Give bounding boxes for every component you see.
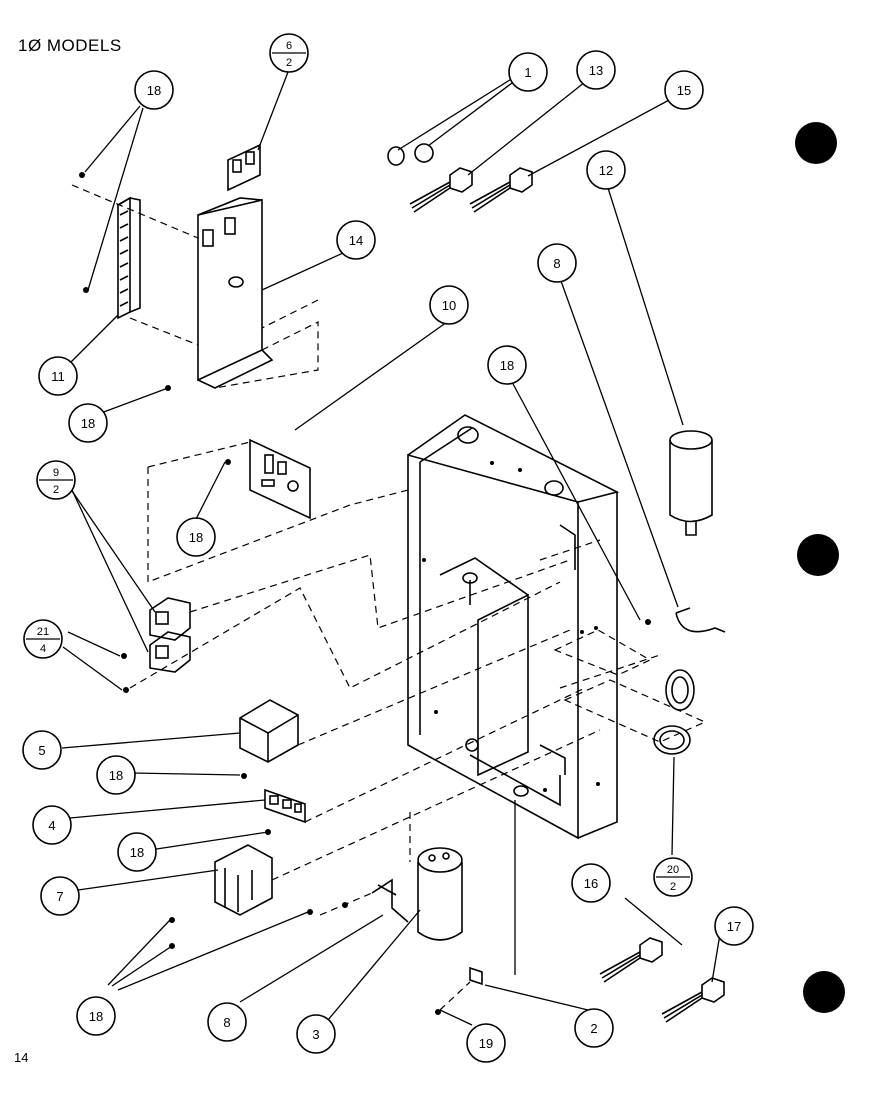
control-bracket bbox=[197, 143, 274, 389]
callout-17: 17 bbox=[727, 919, 741, 934]
callout-10: 10 bbox=[442, 298, 456, 313]
terminal-block bbox=[264, 788, 306, 824]
cabinet-body bbox=[407, 414, 620, 840]
callout-7: 7 bbox=[56, 889, 63, 904]
callout-18: 18 bbox=[81, 416, 95, 431]
fraction-callout-9-den: 2 bbox=[53, 484, 59, 496]
binder-hole-top bbox=[795, 122, 837, 164]
callout-19: 19 bbox=[479, 1036, 493, 1051]
fraction-callout-21-num: 21 bbox=[37, 626, 49, 638]
callout-18: 18 bbox=[147, 83, 161, 98]
capacitor bbox=[417, 847, 463, 941]
fraction-callout-21-den: 4 bbox=[40, 643, 46, 655]
capacitor-strap bbox=[675, 607, 726, 633]
run-capacitor bbox=[669, 430, 713, 536]
contactor bbox=[214, 844, 273, 916]
callout-18: 18 bbox=[189, 530, 203, 545]
callout-3: 3 bbox=[312, 1027, 319, 1042]
callout-18: 18 bbox=[109, 768, 123, 783]
callout-8: 8 bbox=[553, 256, 560, 271]
screws bbox=[79, 172, 651, 1015]
fraction-callout-6-num: 6 bbox=[286, 40, 292, 52]
callout-11: 11 bbox=[51, 369, 65, 384]
callout-5: 5 bbox=[38, 743, 45, 758]
diagram-title: 1Ø MODELS bbox=[18, 36, 122, 55]
callout-4: 4 bbox=[48, 818, 55, 833]
callout-18: 18 bbox=[89, 1009, 103, 1024]
callout-1: 1 bbox=[524, 65, 531, 80]
callout-16: 16 bbox=[584, 876, 598, 891]
callout-8: 8 bbox=[223, 1015, 230, 1030]
page-number: 14 bbox=[14, 1050, 29, 1065]
binder-hole-bottom bbox=[803, 971, 845, 1013]
callout-2: 2 bbox=[590, 1021, 597, 1036]
callout-18: 18 bbox=[130, 845, 144, 860]
fraction-callout-20-den: 2 bbox=[670, 881, 676, 893]
callout-18: 18 bbox=[500, 358, 514, 373]
callout-12: 12 bbox=[599, 163, 613, 178]
callout-14: 14 bbox=[349, 233, 363, 248]
clip-2 bbox=[469, 966, 483, 986]
connector-15 bbox=[469, 167, 533, 213]
fraction-callout-6-den: 2 bbox=[286, 57, 292, 69]
callout-13: 13 bbox=[589, 63, 603, 78]
connector-16 bbox=[599, 937, 663, 983]
transformer bbox=[239, 699, 299, 763]
connector-17 bbox=[661, 977, 725, 1023]
relays bbox=[149, 597, 191, 673]
control-board bbox=[249, 438, 311, 520]
mounting-rings bbox=[653, 669, 695, 755]
terminal-strip bbox=[117, 196, 141, 320]
connector-13 bbox=[409, 167, 473, 213]
fraction-callout-20-num: 20 bbox=[667, 864, 679, 876]
capacitor-bracket bbox=[371, 878, 409, 923]
fraction-callout-9-num: 9 bbox=[53, 467, 59, 479]
callout-15: 15 bbox=[677, 83, 691, 98]
grommets-1 bbox=[387, 143, 434, 166]
binder-hole-middle bbox=[797, 534, 839, 576]
